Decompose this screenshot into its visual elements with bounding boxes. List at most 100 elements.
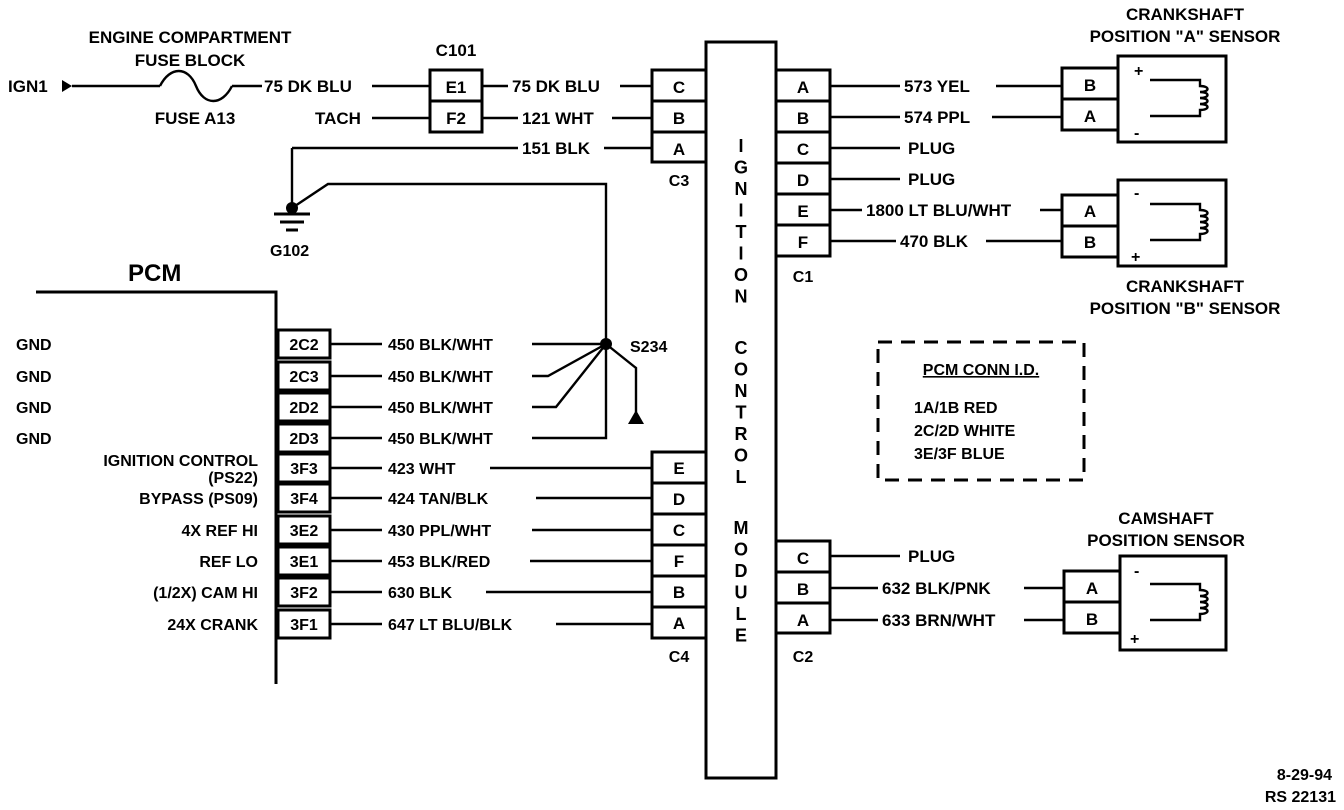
cam-sensor-body bbox=[1118, 554, 1228, 652]
c2-pin-c: C bbox=[797, 549, 809, 568]
wire-633: 633 BRN/WHT bbox=[882, 611, 996, 630]
fuse-block-title-2: FUSE BLOCK bbox=[135, 51, 246, 70]
footer-ref: RS 22131 bbox=[1265, 789, 1336, 806]
pcm-pin-box bbox=[276, 482, 332, 514]
pcm-row-label: BYPASS (PS09) bbox=[139, 491, 258, 508]
module-letter: N bbox=[735, 287, 748, 307]
wire-1800: 1800 LT BLU/WHT bbox=[866, 201, 1012, 220]
splice-drain-arrow-icon bbox=[628, 410, 644, 424]
c1-pin-d: D bbox=[797, 171, 809, 190]
cam-title-1: CAMSHAFT bbox=[1118, 509, 1214, 528]
pcm-conn-id-line-2: 2C/2D WHITE bbox=[914, 423, 1016, 440]
c3-pin-a: A bbox=[673, 140, 685, 159]
c4-label: C4 bbox=[669, 649, 690, 666]
crank-a-title-1: CRANKSHAFT bbox=[1126, 5, 1245, 24]
pcm-wire-label: 450 BLK/WHT bbox=[388, 369, 493, 386]
pcm-row-label: GND bbox=[16, 337, 52, 354]
c4-pin-a: A bbox=[673, 614, 685, 633]
splice-drain bbox=[605, 343, 638, 412]
cam-minus: - bbox=[1134, 563, 1139, 580]
pcm-wire-label: 423 WHT bbox=[388, 461, 456, 478]
module-letter: T bbox=[736, 403, 747, 423]
pcm-pin-label: 3E2 bbox=[290, 523, 319, 540]
crank-a-pin-a: A bbox=[1084, 107, 1096, 126]
module-letter: L bbox=[736, 467, 747, 487]
shield-drain-wire bbox=[291, 182, 608, 342]
c2-pin-b: B bbox=[797, 580, 809, 599]
c4-pin-f: F bbox=[674, 552, 684, 571]
ground-label: G102 bbox=[270, 243, 309, 260]
pcm-title: PCM bbox=[128, 260, 181, 287]
crank-b-title-1: CRANKSHAFT bbox=[1126, 277, 1245, 296]
c101-label: C101 bbox=[436, 41, 477, 60]
pcm-wire-label: 647 LT BLU/BLK bbox=[388, 617, 513, 634]
module-letter: M bbox=[734, 518, 749, 538]
cam-pin-a: A bbox=[1086, 579, 1098, 598]
crank-b-minus: - bbox=[1134, 185, 1139, 202]
pcm-row-label: IGNITION CONTROL bbox=[103, 453, 258, 470]
crank-a-coil-icon bbox=[1150, 78, 1209, 118]
pcm-pin-box bbox=[276, 514, 332, 546]
c3-pin-b: B bbox=[673, 109, 685, 128]
c2-label: C2 bbox=[793, 649, 814, 666]
ignition-control-module bbox=[704, 40, 778, 780]
c1-pin-b: B bbox=[797, 109, 809, 128]
c1-label: C1 bbox=[793, 269, 814, 286]
splice-wire-2d2 bbox=[532, 343, 607, 409]
wire-fuse-c101: 75 DK BLU bbox=[264, 77, 352, 96]
c1-pin-a: A bbox=[797, 78, 809, 97]
cam-plus: + bbox=[1130, 631, 1139, 648]
crank-a-pin-b: B bbox=[1084, 76, 1096, 95]
pcm-row-label-2: (PS22) bbox=[208, 470, 258, 487]
crank-a-title-2: POSITION "A" SENSOR bbox=[1090, 27, 1281, 46]
pcm-pin-box bbox=[276, 608, 332, 640]
wire-632: 632 BLK/PNK bbox=[882, 579, 991, 598]
pcm-wire-label: 453 BLK/RED bbox=[388, 554, 490, 571]
module-letter: G bbox=[734, 158, 748, 178]
wire-c101-c3a: 75 DK BLU bbox=[512, 77, 600, 96]
pcm-pin-label: 3F3 bbox=[290, 461, 318, 478]
pcm-pin-label: 3E1 bbox=[290, 554, 319, 571]
fuse-block-title-1: ENGINE COMPARTMENT bbox=[89, 28, 292, 47]
pcm-wire-label: 430 PPL/WHT bbox=[388, 523, 491, 540]
module-letter: I bbox=[738, 136, 743, 156]
pcm-conn-id-box bbox=[876, 340, 1086, 482]
fuse-symbol-icon bbox=[158, 69, 234, 103]
pcm-wire-label: 630 BLK bbox=[388, 585, 452, 602]
c1-dividers bbox=[776, 99, 830, 227]
wire-574: 574 PPL bbox=[904, 108, 970, 127]
c4-pin-e: E bbox=[673, 459, 684, 478]
module-letter: U bbox=[735, 583, 748, 603]
pcm-row-label: REF LO bbox=[199, 554, 258, 571]
crank-a-plus: + bbox=[1134, 63, 1143, 80]
pcm-pin-label: 2C2 bbox=[289, 337, 318, 354]
c4-pin-d: D bbox=[673, 490, 685, 509]
c2-dividers bbox=[776, 570, 830, 605]
module-letter: T bbox=[736, 222, 747, 242]
module-letter: I bbox=[738, 244, 743, 264]
ground-symbol-icon bbox=[274, 212, 310, 232]
ign1-arrow-icon bbox=[62, 80, 72, 92]
module-letter: N bbox=[735, 179, 748, 199]
module-letter: D bbox=[735, 561, 748, 581]
footer-date: 8-29-94 bbox=[1277, 767, 1332, 784]
pcm-wire-label: 450 BLK/WHT bbox=[388, 431, 493, 448]
pcm-conn-id-title: PCM CONN I.D. bbox=[923, 362, 1039, 379]
pcm-outline bbox=[36, 290, 278, 684]
pcm-pin-label: 3F2 bbox=[290, 585, 318, 602]
c1-pin-f: F bbox=[798, 233, 808, 252]
module-letter: N bbox=[735, 381, 748, 401]
c3-dividers bbox=[652, 99, 706, 134]
crank-b-title-2: POSITION "B" SENSOR bbox=[1090, 299, 1281, 318]
pcm-pin-box bbox=[276, 391, 332, 423]
c3-label: C3 bbox=[669, 173, 690, 190]
pcm-row-label: GND bbox=[16, 400, 52, 417]
crank-b-pin-a: A bbox=[1084, 202, 1096, 221]
pcm-row-label: (1/2X) CAM HI bbox=[153, 585, 258, 602]
cam-pin-b: B bbox=[1086, 610, 1098, 629]
fuse-label: FUSE A13 bbox=[155, 109, 236, 128]
c4-pin-b: B bbox=[673, 583, 685, 602]
module-letter: I bbox=[738, 201, 743, 221]
